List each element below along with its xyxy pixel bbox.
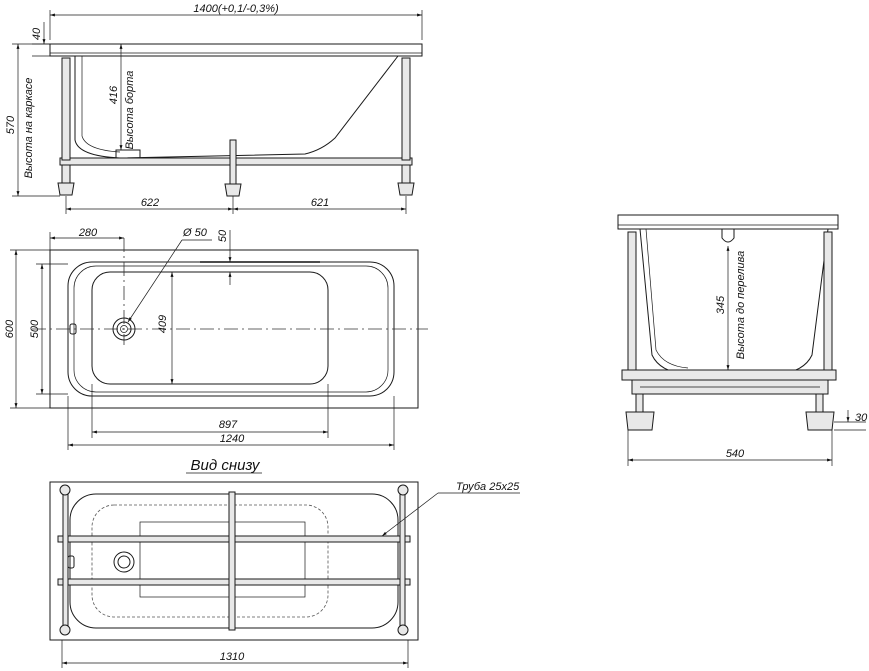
side-frame-rail bbox=[621, 369, 837, 381]
dim-frame-length: 1310 bbox=[220, 651, 245, 663]
bottom-view: Вид снизу Труба 25х25 1310 bbox=[49, 457, 520, 668]
bottom-outer-rim bbox=[49, 481, 419, 641]
dim-leg-right: 621 bbox=[311, 197, 329, 209]
label-frame-height: Высота на каркасе bbox=[23, 78, 35, 179]
bottom-rail-center bbox=[228, 491, 236, 631]
dim-outer-width: 600 bbox=[4, 319, 16, 338]
dim-overflow-height: 345 bbox=[715, 295, 727, 314]
dim-frame-height: 570 bbox=[5, 115, 17, 134]
dim-drain-offset: 280 bbox=[78, 227, 98, 239]
front-leg-left bbox=[61, 57, 71, 161]
front-drain bbox=[115, 149, 141, 159]
top-drain bbox=[112, 317, 136, 341]
dim-drain-diameter: Ø 50 bbox=[182, 227, 208, 239]
bottom-view-title: Вид снизу bbox=[191, 457, 261, 474]
side-bowl bbox=[639, 228, 829, 375]
front-leg-right bbox=[401, 57, 411, 161]
bottom-reinforcement-plate bbox=[139, 521, 306, 598]
label-overflow-height: Высота до перелива bbox=[735, 251, 747, 360]
dim-drain-inset: 50 bbox=[217, 229, 229, 242]
side-foot-left bbox=[625, 411, 655, 431]
side-rim bbox=[617, 214, 839, 230]
dim-rim-height: 416 bbox=[108, 85, 120, 104]
dim-bottom-length: 897 bbox=[219, 419, 238, 431]
dim-leg-adjust: 30 bbox=[855, 412, 868, 424]
top-bowl bbox=[91, 271, 329, 385]
top-overflow bbox=[69, 323, 77, 335]
front-leg-center bbox=[229, 139, 237, 185]
top-view: 280 Ø 50 50 600 500 409 897 1240 bbox=[4, 227, 428, 450]
bottom-foot-tr bbox=[397, 484, 409, 496]
label-rim-height: Высота борта bbox=[124, 71, 136, 150]
bottom-foot-bl bbox=[59, 624, 71, 636]
dim-leg-left: 622 bbox=[141, 197, 159, 209]
side-view: 345 Высота до перелива 30 540 bbox=[617, 214, 868, 466]
dim-inner-length: 1240 bbox=[220, 433, 245, 445]
side-leg-left bbox=[627, 231, 637, 371]
front-rim bbox=[49, 43, 423, 57]
side-foot-right bbox=[805, 411, 835, 431]
dim-frame-width: 540 bbox=[726, 448, 745, 460]
side-leg-right bbox=[823, 231, 833, 371]
bottom-foot-tl bbox=[59, 484, 71, 496]
bottom-drain bbox=[113, 551, 135, 573]
front-view: 1400(+0,1/-0,3%) 40 570 Высота на каркас… bbox=[5, 3, 423, 214]
bottom-bowl-outline bbox=[91, 504, 329, 618]
front-bowl bbox=[74, 55, 399, 159]
dim-bowl-width: 409 bbox=[157, 315, 169, 333]
dim-overall-length: 1400(+0,1/-0,3%) bbox=[193, 3, 279, 15]
label-pipe: Труба 25х25 bbox=[456, 481, 520, 493]
dim-inner-width: 500 bbox=[29, 319, 41, 338]
dim-rim-thickness: 40 bbox=[31, 27, 43, 40]
side-overflow bbox=[721, 229, 735, 243]
bottom-foot-br bbox=[397, 624, 409, 636]
